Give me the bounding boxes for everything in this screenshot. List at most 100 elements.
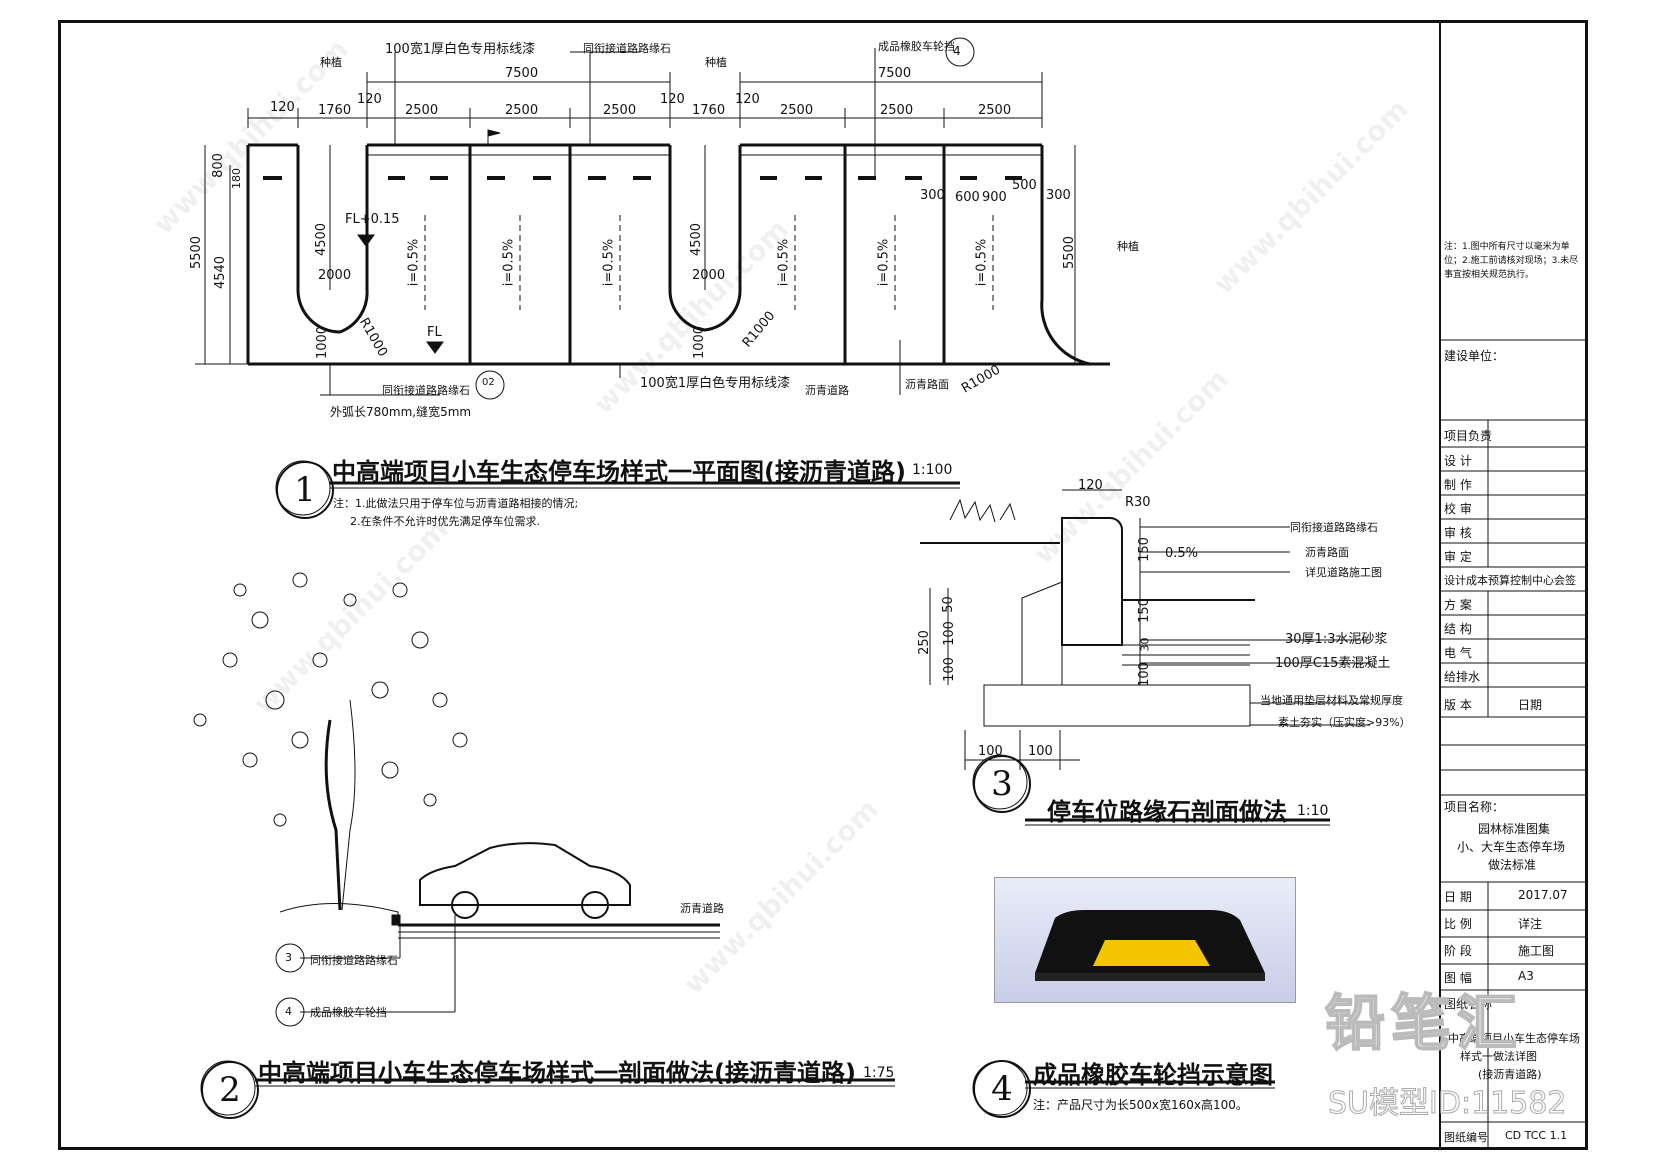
asphalt-surface-label: 沥青路面 [905,378,949,391]
plan-scale: 1:100 [912,462,953,478]
curb-label: 同衔接道路路缘石 [583,42,671,55]
brand-model-id: SU模型ID:11582 [1328,1086,1567,1122]
tb-row: 审 核 [1444,526,1472,540]
dim-900: 900 [982,190,1007,205]
dim-2500: 2500 [978,103,1012,118]
section-number-3: 3 [973,755,1031,813]
fl-bottom: FL [427,325,442,340]
slope-label: i=0.5% [601,238,617,287]
project-name: 小、大车生态停车场 [1457,840,1566,854]
dim-120: 120 [660,92,685,107]
tb-row: 审 定 [1444,550,1472,564]
dim-180: 180 [230,168,243,189]
dim-r30: R30 [1125,495,1151,510]
dim-100: 100 [1028,744,1053,759]
fl-top: FL+0.15 [345,212,400,227]
dim-120: 120 [270,100,295,115]
ref-circle-02: 02 [482,377,495,388]
section-number-1: 1 [276,461,334,519]
slope-label: i=0.5% [776,238,792,287]
slope-label: i=0.5% [406,238,422,287]
tb-row: 校 审 [1444,502,1472,516]
dim-120: 120 [357,92,382,107]
drawing-name: 样式一做法详图 [1460,1050,1537,1063]
dim-2000: 2000 [318,268,352,283]
dim-1760: 1760 [318,103,352,118]
wheel-stop-label: 成品橡胶车轮挡 [878,40,955,53]
dim-500: 500 [1012,178,1037,193]
plan-title: 中高端项目小车生态停车场样式一平面图(接沥青道路) [332,458,906,486]
section2-title: 中高端项目小车生态停车场样式一剖面做法(接沥青道路) [258,1059,856,1087]
line-paint-label: 100宽1厚白色专用标线漆 [640,376,791,391]
dim-1760: 1760 [692,103,726,118]
dim-250: 250 [916,630,932,655]
tb-row: 设 计 [1444,454,1472,468]
info-key: 日 期 [1444,890,1472,904]
plant-label: 种植 [705,56,727,69]
drawing-no-label: 图纸编号 [1444,1131,1488,1144]
project-name: 园林标准图集 [1478,822,1551,836]
drawing-name: 中高端项目小车生态停车场 [1448,1032,1580,1045]
curb-bottom-label: 同衔接道路路缘石 [382,384,470,397]
info-key: 图 幅 [1444,971,1472,985]
soil-label: 素土夯实（压实度>93%） [1278,716,1411,729]
tb-row: 电 气 [1444,646,1472,660]
section-number-2: 2 [201,1061,259,1119]
dim-800: 800 [210,153,226,178]
ref-circle-4: 4 [953,44,961,58]
ref-circle-4: 4 [285,1005,292,1018]
dim-30: 30 [1138,637,1152,652]
road-label: 沥青道路 [680,902,724,915]
slope-label: i=0.5% [974,238,990,287]
curb-label: 同衔接道路路缘石 [310,954,398,967]
tb-dept: 设计成本预算控制中心会签 [1444,574,1576,587]
tb-version: 版 本 [1444,698,1472,712]
info-value: A3 [1518,969,1534,983]
tb-row: 给排水 [1444,670,1481,684]
dim-7500: 7500 [505,66,539,81]
base-label: 当地通用垫层材料及常规厚度 [1260,694,1403,707]
dim-300: 300 [920,188,945,203]
section3-scale: 1:10 [1297,803,1329,819]
titleblock-notes: 注：1.图中所有尺寸以毫米为单位；2.施工前请核对现场；3.未尽事宜按相关规范执… [1444,242,1579,280]
dim-600: 600 [955,190,980,205]
section3-title: 停车位路缘石剖面做法 [1047,798,1287,826]
plant-label: 种植 [320,56,342,69]
dim-300: 300 [1046,188,1071,203]
project-name: 做法标准 [1488,858,1537,872]
drawing-no: CD TCC 1.1 [1505,1129,1568,1142]
dim-2500: 2500 [880,103,914,118]
wheel-stop-photo [994,877,1296,1003]
ref-circle-3: 3 [285,951,292,964]
dim-100: 100 [1136,662,1152,687]
section2-scale: 1:75 [863,1065,895,1081]
dim-2500: 2500 [505,103,539,118]
mortar-label: 30厚1:3水泥砂浆 [1285,632,1388,647]
dim-5500: 5500 [189,235,205,270]
tb-row: 方 案 [1444,598,1472,612]
wheel-stop-label: 成品橡胶车轮挡 [310,1006,387,1019]
info-key: 阶 段 [1444,944,1472,958]
dim-2000: 2000 [692,268,726,283]
dim-150: 150 [1136,598,1152,623]
owner-label: 建设单位： [1444,349,1505,363]
road-label: 详见道路施工图 [1305,566,1382,579]
info-value: 施工图 [1518,944,1555,958]
plant-label: 种植 [1117,240,1139,253]
dim-100: 100 [941,657,957,682]
info-value: 2017.07 [1518,888,1568,902]
dim-slope: 0.5% [1165,546,1199,561]
tb-row: 项目负责 [1444,429,1493,443]
line-paint-label: 100宽1厚白色专用标线漆 [385,42,536,57]
asphalt-road-label: 沥青道路 [805,384,849,397]
slope-label: i=0.5% [501,238,517,287]
info-value: 详注 [1518,917,1543,931]
brand-logo: 铅笔汇 [1324,988,1523,1060]
drawing-name: (接沥青道路) [1478,1068,1542,1081]
plan-note-2: 2.在条件不允许时优先满足停车位需求. [350,515,540,528]
dim-120: 120 [1078,478,1103,493]
section4-note: 注：产品尺寸为长500x宽160x高100。 [1033,1098,1248,1112]
dim-4540: 4540 [213,255,229,290]
dim-2500: 2500 [603,103,637,118]
